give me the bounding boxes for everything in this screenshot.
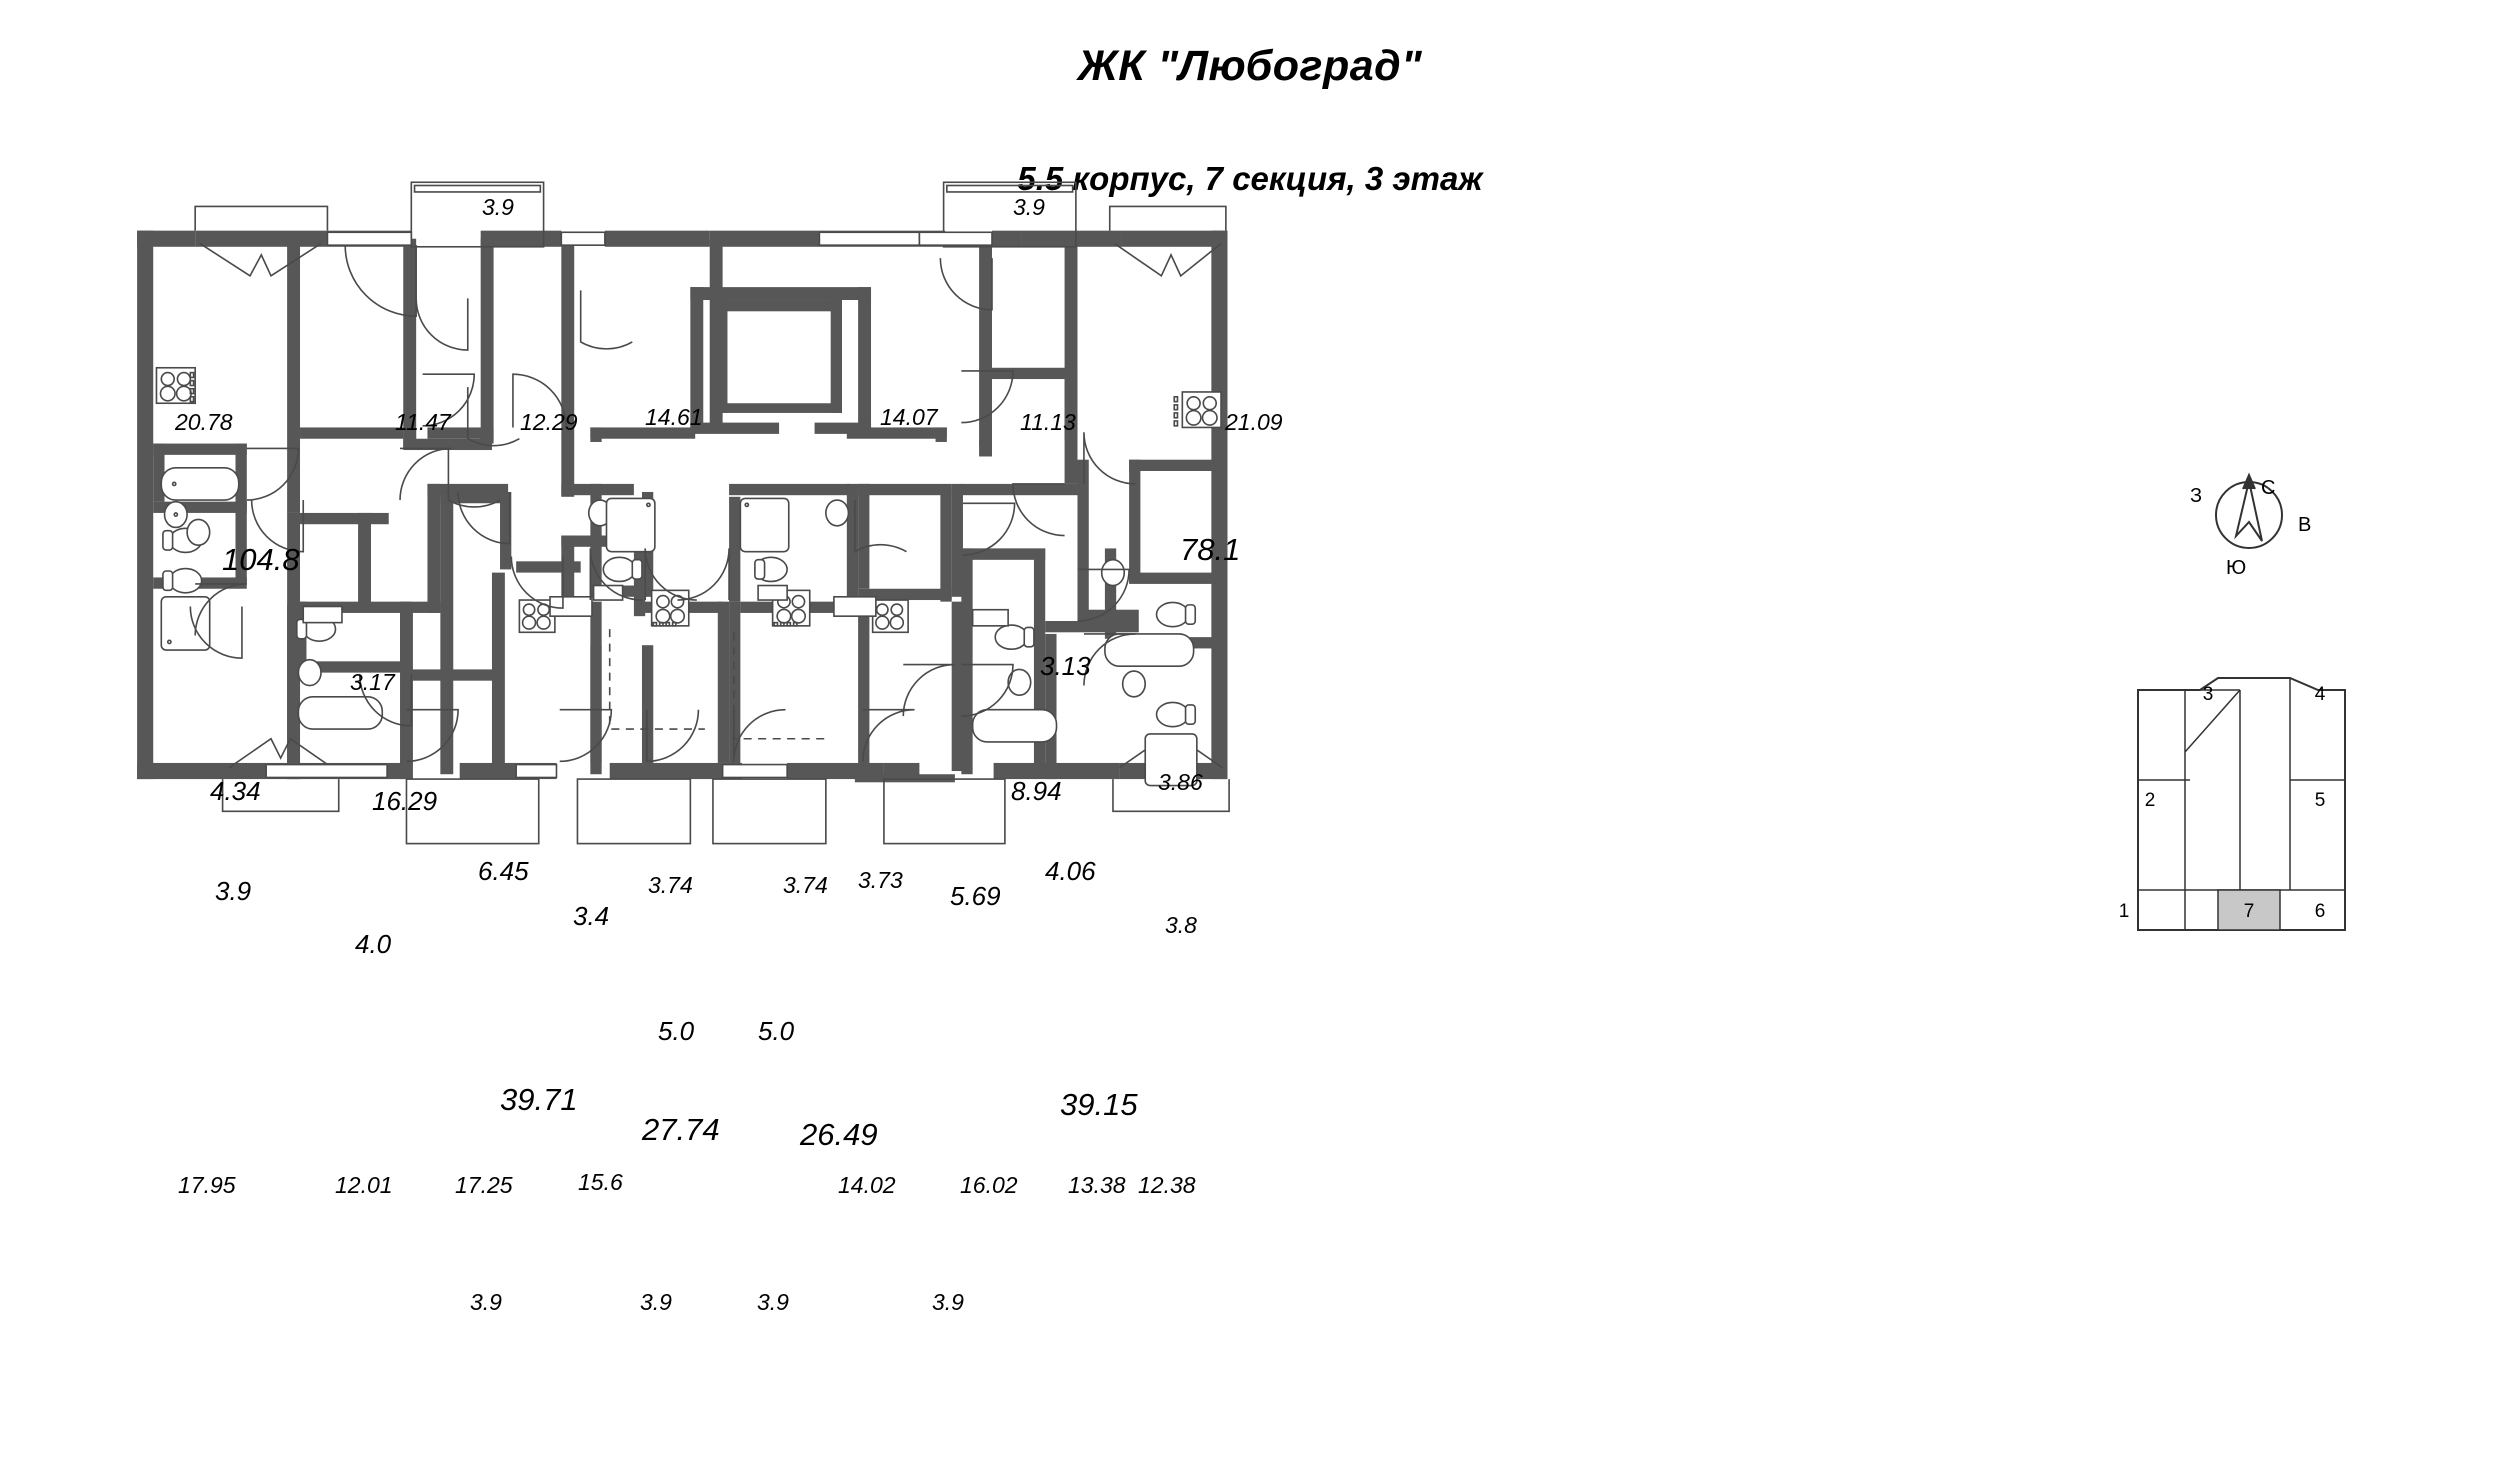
sink-icon xyxy=(1121,670,1147,698)
room-label: 13.38 xyxy=(1068,1172,1126,1198)
toilet-icon xyxy=(602,556,643,583)
room-label: 3.13 xyxy=(1040,651,1091,681)
toilet-icon xyxy=(994,624,1035,651)
apartment-label: 39.15 xyxy=(1060,1087,1138,1122)
room-label: 14.07 xyxy=(880,404,939,430)
room-label: 21.09 xyxy=(1224,409,1283,435)
room-label: 11.47 xyxy=(395,409,452,435)
key-section-1: 1 xyxy=(2119,901,2130,922)
balcony-label: 3.9 xyxy=(640,1289,672,1315)
key-section-4: 4 xyxy=(2315,684,2326,705)
room-label: 3.17 xyxy=(350,669,396,695)
room-label: 5.69 xyxy=(950,881,1001,911)
room-label: 20.78 xyxy=(174,409,233,435)
balcony-label: 3.9 xyxy=(1013,194,1045,220)
room-label: 3.4 xyxy=(573,901,609,931)
walls-group xyxy=(137,230,1228,783)
sink-icon xyxy=(1100,558,1126,587)
compass-west: З xyxy=(2190,485,2202,507)
room-label: 4.06 xyxy=(1045,856,1096,886)
compass-north: С xyxy=(2261,477,2275,499)
shower-icon xyxy=(1144,733,1198,787)
room-label: 11.13 xyxy=(1020,409,1076,435)
stove-icon xyxy=(871,599,909,634)
room-label: 3.8 xyxy=(1165,912,1197,938)
toilet-icon xyxy=(162,567,203,594)
balcony-label: 3.9 xyxy=(757,1289,789,1315)
compass-rose: С З В Ю xyxy=(2190,472,2311,579)
room-label: 16.02 xyxy=(960,1172,1018,1198)
key-section-3: 3 xyxy=(2203,684,2214,705)
room-label: 14.61 xyxy=(645,404,703,430)
key-section-current: 7 xyxy=(2244,901,2255,922)
balcony-label: 3.9 xyxy=(470,1289,502,1315)
page-title: ЖК "Любоград" xyxy=(1077,42,1423,90)
apartment-label: 26.49 xyxy=(799,1117,878,1152)
bathtub-icon xyxy=(160,466,240,501)
stove-icon xyxy=(650,589,690,627)
sink-icon xyxy=(825,499,850,527)
stove-icon xyxy=(518,599,556,634)
bathtub-icon xyxy=(1104,633,1195,667)
stove-icon xyxy=(155,366,196,405)
room-label: 15.6 xyxy=(578,1169,623,1195)
room-label: 12.29 xyxy=(520,409,578,435)
shower-icon xyxy=(605,497,656,553)
room-label: 3.9 xyxy=(215,876,251,906)
compass-south: Ю xyxy=(2226,557,2246,579)
room-label: 5.0 xyxy=(758,1016,795,1046)
balcony-label: 3.9 xyxy=(932,1289,964,1315)
room-label: 12.38 xyxy=(1138,1172,1196,1198)
bathtub-icon xyxy=(971,708,1058,743)
room-label: 8.94 xyxy=(1011,776,1062,806)
sink-icon xyxy=(163,500,188,529)
balcony-label: 3.9 xyxy=(482,194,514,220)
compass-east: В xyxy=(2298,514,2311,536)
sink-icon xyxy=(297,658,322,687)
toilet-icon xyxy=(1155,701,1197,728)
shower-icon xyxy=(739,497,790,553)
toilet-icon xyxy=(754,556,788,583)
toilet-icon xyxy=(1155,601,1197,628)
bathtub-icon xyxy=(297,696,384,730)
room-label: 12.01 xyxy=(335,1172,393,1198)
room-label: 3.73 xyxy=(858,867,903,893)
apartment-label: 39.71 xyxy=(500,1082,578,1117)
room-label: 5.0 xyxy=(658,1016,695,1046)
apartment-label: 27.74 xyxy=(641,1112,720,1147)
sink-icon xyxy=(1007,668,1032,697)
room-label: 16.29 xyxy=(372,786,437,816)
room-label: 3.74 xyxy=(783,872,828,898)
key-section-2: 2 xyxy=(2145,790,2156,811)
key-section-6: 6 xyxy=(2315,901,2326,922)
room-label: 4.0 xyxy=(355,929,392,959)
room-labels: 20.78 11.47 12.29 14.61 14.07 11.13 21.0… xyxy=(174,194,1283,1315)
apartment-label: 78.1 xyxy=(1180,532,1240,567)
room-label: 3.74 xyxy=(648,872,693,898)
apartment-label: 104.8 xyxy=(222,542,300,577)
room-label: 17.25 xyxy=(455,1172,513,1198)
stove-icon xyxy=(1173,391,1222,429)
room-label: 4.34 xyxy=(210,776,261,806)
room-label: 14.02 xyxy=(838,1172,896,1198)
sink-icon xyxy=(186,518,211,547)
room-label: 17.95 xyxy=(178,1172,236,1198)
room-label: 6.45 xyxy=(478,856,529,886)
shower-icon xyxy=(160,596,211,651)
page-subtitle: 5.5 корпус, 7 секция, 3 этаж xyxy=(1017,160,1483,197)
key-section-5: 5 xyxy=(2315,790,2326,811)
room-label: 3.86 xyxy=(1158,769,1203,795)
building-key: 1 2 3 4 5 6 7 xyxy=(2119,677,2346,931)
